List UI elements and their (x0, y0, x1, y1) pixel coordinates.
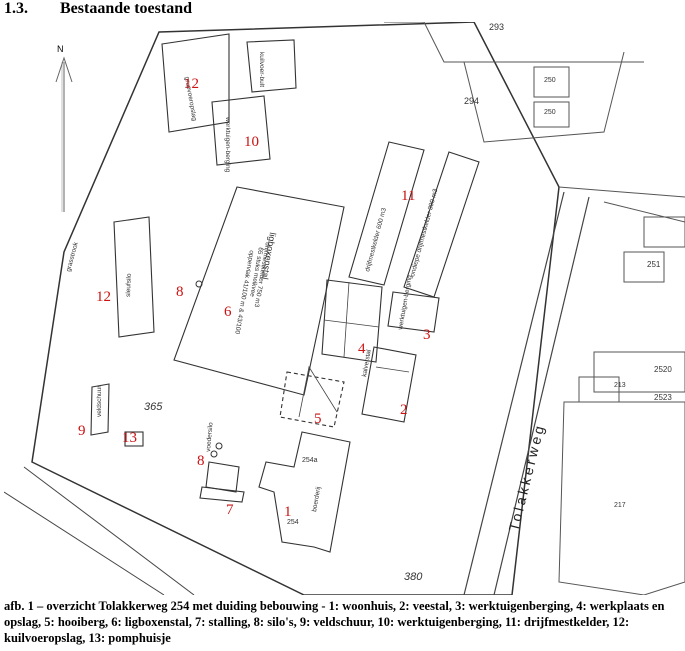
parcel-number: 254 (287, 519, 299, 526)
building-hooiberg-5 (279, 371, 345, 428)
building-label: kalverstal (361, 349, 373, 378)
street-tolakkerweg: Tolakkerweg (463, 191, 590, 595)
marker-2: 2 (400, 402, 408, 418)
section-title: Bestaande toestand (60, 0, 193, 17)
marker-7: 7 (226, 502, 234, 518)
figure-caption: afb. 1 – overzicht Tolakkerweg 254 met d… (4, 599, 665, 645)
building-werktuigen-3 (387, 291, 440, 333)
marker-4: 4 (358, 341, 366, 357)
building-werktuigen-10 (211, 95, 271, 166)
parcel-number: 250 (544, 109, 556, 116)
parcel-number: 250 (544, 77, 556, 84)
building-veldschuur-9 (90, 383, 110, 436)
parcel-number: 251 (647, 260, 661, 269)
building-drijfmest-11a (348, 141, 425, 286)
building-kuilvoer (246, 39, 297, 93)
building-label: boerderij (311, 486, 322, 512)
building-ligboxenstal (173, 186, 345, 396)
parcel-number: 217 (614, 502, 626, 509)
building-label: voedersilo (205, 422, 215, 453)
parcel-number: 365 (144, 401, 163, 413)
site-map: N Tolakkerweg 293 294 250 (4, 22, 685, 595)
marker-10: 10 (244, 134, 259, 150)
marker-5: 5 (314, 411, 322, 427)
building-pomphuisje-13 (124, 431, 144, 447)
north-label: N (57, 44, 64, 54)
building-label: werktuigen-berging (397, 274, 414, 331)
building-label: werktuigen-berging (224, 116, 231, 173)
parcel-number: 254a (302, 457, 318, 464)
silo-icon (215, 442, 223, 450)
building-kuilvoer-12 (113, 216, 155, 338)
marker-8: 8 (176, 284, 184, 300)
building-label: veldschuur (96, 385, 103, 417)
marker-6: 6 (224, 304, 232, 320)
parcel-number: 2523 (654, 393, 672, 402)
marker-3: 3 (423, 327, 431, 343)
marker-11: 11 (401, 188, 415, 204)
street-label: Tolakkerweg (505, 421, 547, 532)
building-stalling-7 (205, 461, 240, 493)
north-arrow-icon: N (55, 44, 73, 212)
parcel-number: 380 (404, 571, 423, 583)
marker-9: 9 (78, 423, 86, 439)
building-stalling-7b (199, 486, 245, 503)
marker-1: 1 (284, 504, 292, 520)
building-kuilvoer-12-top (161, 33, 230, 133)
parcel-outline (31, 22, 560, 595)
site-map-drawing: N Tolakkerweg 293 294 250 (4, 22, 685, 595)
marker-12: 12 (184, 76, 199, 92)
parcel-number: 213 (614, 382, 626, 389)
marker-13: 13 (122, 430, 137, 446)
building-woonhuis-1 (258, 431, 351, 553)
building-label: drijfmestkelder 600 m3 (364, 207, 388, 273)
silo-icon (195, 280, 203, 288)
building-label: sleufsilo (125, 273, 133, 297)
marker-8: 8 (197, 453, 205, 469)
marker-12: 12 (96, 289, 111, 305)
building-label: kuilvoer-bult (258, 52, 265, 87)
silo-icon (210, 450, 218, 458)
parcel-number: 294 (464, 96, 479, 106)
building-werkplaats-4 (321, 279, 383, 363)
building-veestal-2 (361, 346, 417, 423)
section-number: 1.3. (4, 0, 28, 17)
parcel-number: 293 (489, 22, 504, 32)
parcel-number: 2520 (654, 365, 672, 374)
